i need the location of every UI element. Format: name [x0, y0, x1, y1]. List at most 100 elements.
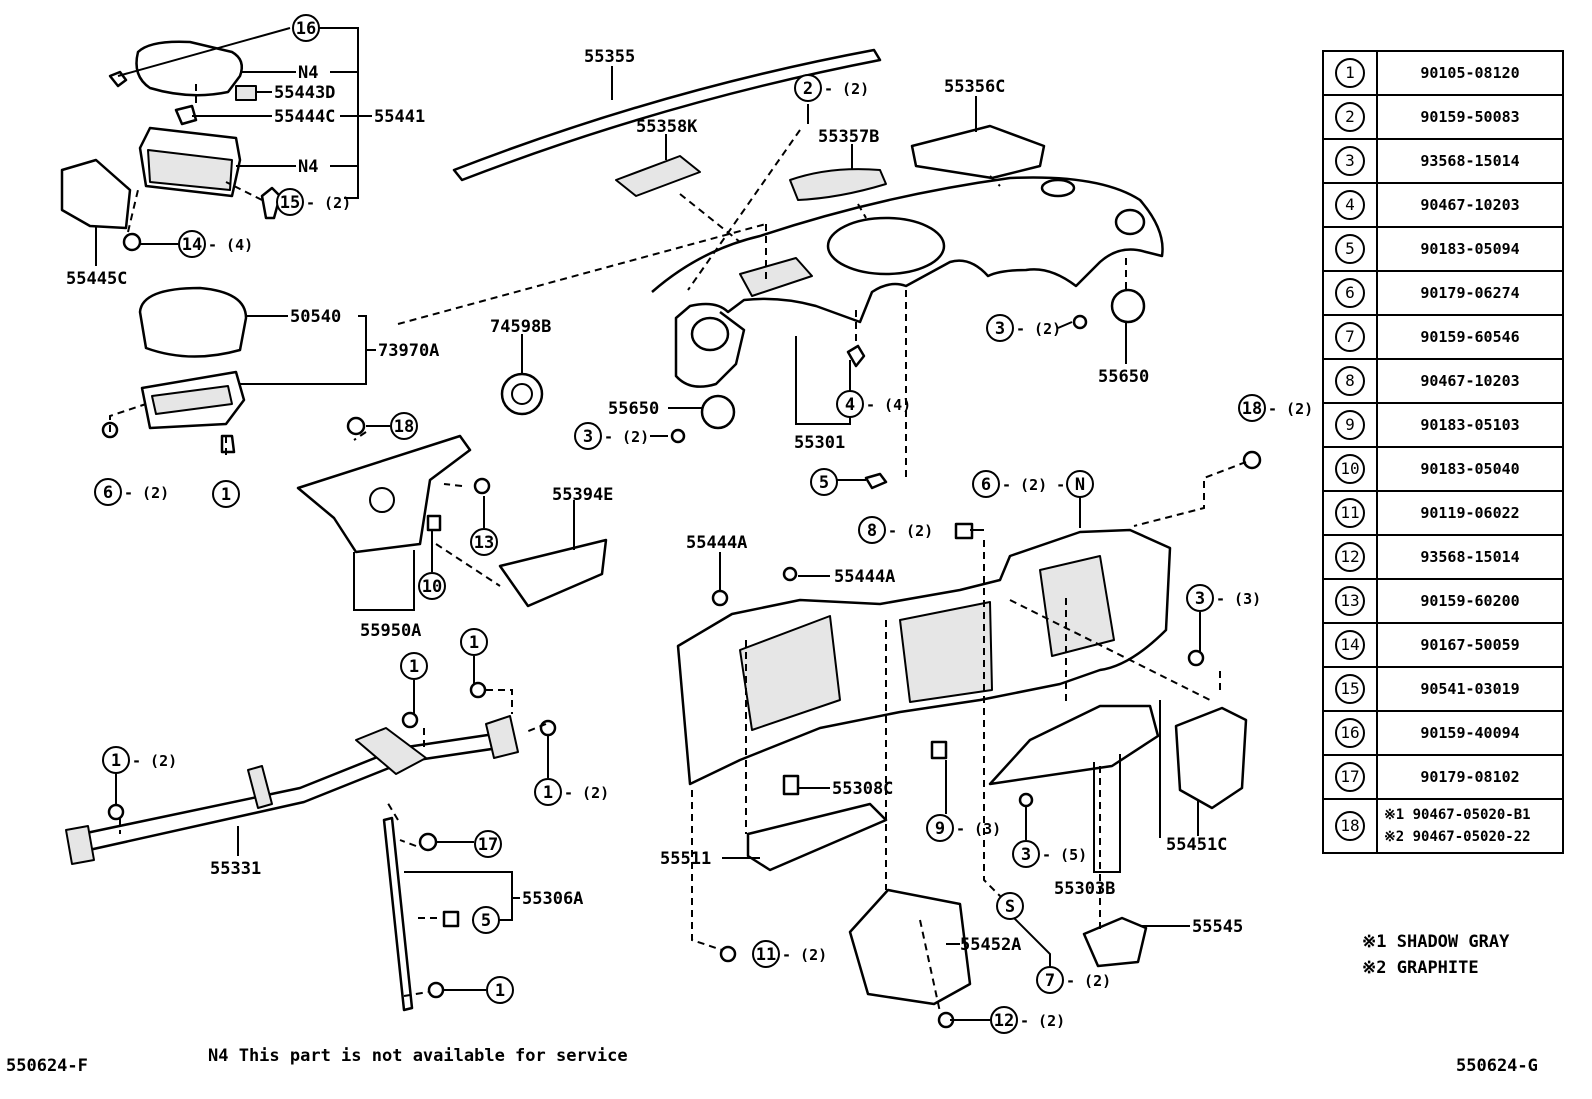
callout-N: N: [1066, 470, 1094, 498]
reference-number: 14: [1335, 630, 1365, 660]
upper-dashboard-left-vent: [690, 316, 730, 352]
reference-number: 4: [1335, 190, 1365, 220]
legend-note-1-text: SHADOW GRAY: [1396, 932, 1510, 952]
svg-text:11: 11: [756, 945, 776, 965]
svg-text:3: 3: [583, 427, 593, 447]
svg-text:N: N: [1075, 475, 1085, 495]
leader-lines: [95, 27, 1201, 1021]
reference-row: 7 90159-60546: [1322, 314, 1564, 360]
svg-text:1: 1: [469, 633, 479, 653]
svg-text:6: 6: [103, 483, 113, 503]
clip-3-right-drawing: [1072, 314, 1088, 330]
bolt-1-upper-drawing: [469, 681, 487, 699]
reference-number-cell: 13: [1322, 578, 1378, 624]
callout-16: 16: [292, 14, 320, 42]
svg-text:5: 5: [819, 473, 829, 493]
clip-3-left-drawing: [670, 428, 686, 444]
reference-part-cell: 90183-05094: [1376, 226, 1564, 272]
qty-3-left: - (2): [604, 428, 649, 446]
reference-part-cell: 90159-50083: [1376, 94, 1564, 140]
qty-7: - (2): [1066, 972, 1111, 990]
callout-numbers: 16 15 14 2 3 3 4 5 6 1 18 13 10 18 6 N 8…: [94, 14, 1266, 1034]
legend-note-2-mark: ※2: [1362, 958, 1387, 978]
callout-10: 10: [418, 572, 446, 600]
brace-55306A-drawing: [382, 816, 414, 1012]
qty-1-right: - (2): [564, 784, 609, 802]
screw-13-drawing: [473, 477, 491, 495]
clip-5-drawing: [864, 472, 888, 490]
svg-text:4: 4: [845, 395, 855, 415]
reference-number: 5: [1335, 234, 1365, 264]
reference-number: 15: [1335, 674, 1365, 704]
reinforcement-center-bracket: [355, 727, 427, 775]
callout-5-lower: 5: [472, 906, 500, 934]
callout-13: 13: [470, 528, 498, 556]
reference-row: 5 90183-05094: [1322, 226, 1564, 272]
reference-part-number: 93568-15014: [1420, 548, 1520, 566]
reference-number-cell: 2: [1322, 94, 1378, 140]
callout-11: 11: [752, 940, 780, 968]
label-55303B: 55303B: [1054, 879, 1115, 899]
side-panel-55451C-drawing: [1174, 706, 1248, 810]
callout-8: 8: [858, 516, 886, 544]
reference-number-cell: 10: [1322, 446, 1378, 492]
reference-number: 11: [1335, 498, 1365, 528]
label-55451C: 55451C: [1166, 835, 1227, 855]
qty-18-right: - (2): [1268, 400, 1313, 418]
reference-number-cell: 18: [1322, 798, 1378, 854]
reference-number-cell: 17: [1322, 754, 1378, 800]
clip-5-lower-drawing: [442, 910, 460, 928]
reference-number-cell: 8: [1322, 358, 1378, 404]
screw-18-right-drawing: [1242, 450, 1262, 470]
label-74598B: 74598B: [490, 317, 551, 337]
reference-part-cell: 90167-50059: [1376, 622, 1564, 668]
reference-number-cell: 12: [1322, 534, 1378, 580]
qty-4: - (4): [866, 396, 911, 414]
reference-part-number: 90159-60546: [1420, 328, 1520, 346]
reinforcement-left-bracket: [65, 825, 95, 865]
qty-3-lower: - (5): [1042, 846, 1087, 864]
cover-55394E-drawing: [498, 538, 608, 608]
reference-number: 7: [1335, 322, 1365, 352]
reference-row: 18※1 90467-05020-B1※2 90467-05020-22: [1322, 798, 1564, 854]
screw-11-drawing: [719, 945, 737, 963]
panel-55358K-drawing: [615, 155, 701, 197]
reference-part-cell: 90541-03019: [1376, 666, 1564, 712]
upper-dashboard-right-vent: [1114, 208, 1146, 236]
callout-1-right: 1: [534, 778, 562, 806]
clip-8-drawing: [954, 522, 974, 540]
upper-dashboard-center-opening: [739, 257, 813, 297]
part-number-labels: 55355 55358K 55357B 55356C N4 55443D 554…: [66, 47, 1243, 955]
reference-part-cell: 90159-40094: [1376, 710, 1564, 756]
legend-note-1: ※1 SHADOW GRAY: [1362, 932, 1509, 952]
lower-dashboard-center-opening: [899, 601, 993, 703]
reference-part-cell: 90467-10203: [1376, 358, 1564, 404]
label-55441: 55441: [374, 107, 425, 127]
callout-1-upper: 1: [460, 628, 488, 656]
svg-text:S: S: [1005, 897, 1015, 917]
reference-number: 13: [1335, 586, 1365, 616]
reference-number-cell: 9: [1322, 402, 1378, 448]
label-55358K: 55358K: [636, 117, 698, 137]
svg-text:1: 1: [409, 657, 419, 677]
label-55357B: 55357B: [818, 127, 879, 147]
reference-part-cell: 90105-08120: [1376, 50, 1564, 96]
nut-17-drawing: [418, 832, 438, 852]
reference-number: 18: [1335, 811, 1365, 841]
callout-1-bottom: 1: [486, 976, 514, 1004]
footnote-n4: N4 This part is not available for servic…: [208, 1046, 628, 1066]
svg-text:6: 6: [981, 475, 991, 495]
callout-5-top: 5: [810, 468, 838, 496]
label-55452A: 55452A: [960, 935, 1021, 955]
label-55443D: 55443D: [274, 83, 335, 103]
assembly-dashed-lines: [109, 84, 1247, 1013]
bracket-55545-drawing: [1082, 916, 1148, 968]
qty-8: - (2): [888, 522, 933, 540]
reference-part-number: 90179-08102: [1420, 768, 1520, 786]
svg-text:3: 3: [1195, 589, 1205, 609]
bolt-1-left-drawing: [107, 803, 125, 821]
